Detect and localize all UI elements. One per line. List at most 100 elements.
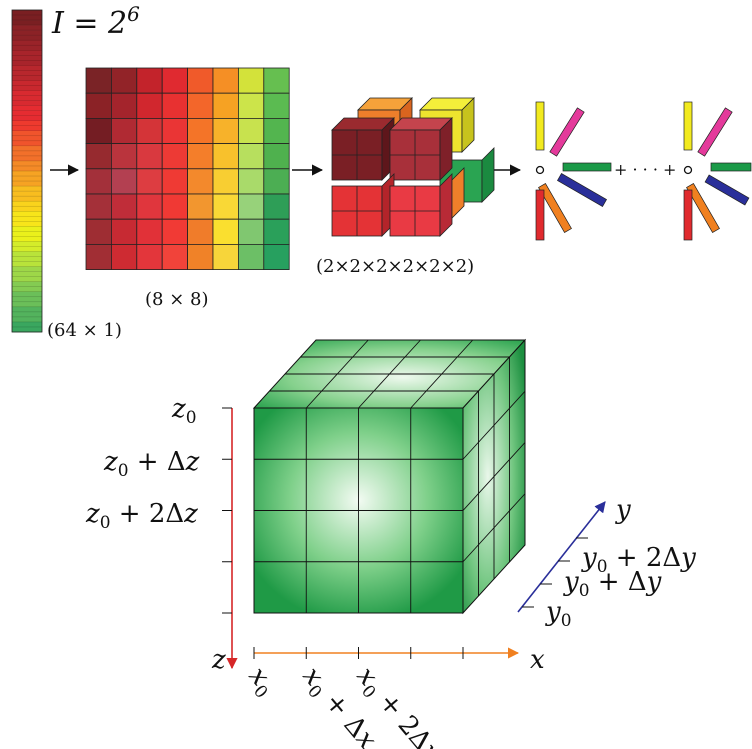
grid-cell (237, 67, 265, 94)
glyph-first-bar-magenta (549, 107, 585, 157)
strip-cell (12, 135, 42, 142)
strip-cell (12, 20, 42, 26)
grid-cell (187, 218, 214, 245)
strip-cell (12, 145, 42, 152)
grid-cell (136, 193, 163, 220)
grid-cell (263, 193, 290, 220)
strip-cell (12, 281, 42, 288)
strip-cell (12, 241, 42, 247)
glyph-first-bar-yellow (535, 101, 545, 151)
strip-cell (12, 201, 42, 207)
strip-cell (12, 45, 42, 51)
strip-dims-label: (64 × 1) (47, 320, 122, 341)
y-tick-label-1: y0 + Δy (563, 567, 662, 601)
grid-cell (187, 193, 214, 220)
strip-cell (12, 196, 42, 202)
glyph-first-center (535, 165, 545, 175)
grid-cell (212, 118, 239, 145)
strip-cell (12, 231, 42, 237)
strip-cell (12, 216, 42, 222)
grid-cell (263, 67, 290, 94)
z-tick-label-0: z0 (171, 394, 197, 428)
x-tick-label-0: x0 (240, 661, 282, 702)
strip-cell (12, 115, 42, 121)
strip-cell (12, 155, 42, 162)
grid-cell (161, 218, 188, 245)
grid-cell (136, 118, 163, 145)
strip-cell (12, 211, 42, 217)
grid-cell (85, 67, 112, 94)
strip-cell (12, 306, 42, 313)
strip-cell (12, 236, 42, 242)
y-axis (517, 501, 606, 613)
strip-cell (12, 120, 42, 127)
grid-cell (263, 92, 290, 119)
cube-front-brightred (389, 117, 453, 181)
glyph-first-bar-red (535, 189, 545, 241)
strip-cell (12, 125, 42, 132)
grid-cell (85, 218, 112, 245)
strip-cell (12, 206, 42, 212)
grid-8x8 (85, 67, 290, 270)
strip-cell (12, 191, 42, 197)
grid-cell (237, 92, 265, 119)
glyph-last-bar-orange (686, 183, 720, 233)
glyph-first-bar-orange (538, 183, 572, 233)
grid-cell (263, 143, 290, 170)
strip-cell (12, 226, 42, 232)
grid-cell (136, 143, 163, 170)
grid-cell (136, 168, 163, 195)
grid-cell (212, 67, 239, 94)
grid-cell (111, 243, 138, 270)
z-tick-label-2: z0 + 2Δz (85, 499, 198, 533)
grid-cell (85, 168, 112, 195)
glyph-first-bar-blue (557, 173, 607, 207)
strip-cell (12, 85, 42, 91)
grid-cell (136, 218, 163, 245)
strip-cell (12, 221, 42, 227)
voxel-cube (252, 338, 527, 615)
strip-cell (12, 35, 42, 41)
grid-cell (187, 67, 214, 94)
strip-cell (12, 326, 42, 333)
grid-cell (187, 143, 214, 170)
strip-border (11, 9, 43, 333)
strip-cell (12, 80, 42, 86)
grid-cell (212, 92, 239, 119)
cube-front-pinkred (389, 173, 453, 237)
glyph-sum-separator: + · · · + (614, 160, 676, 179)
glyph-last-bar-green (710, 162, 752, 172)
y-axis-label: y (615, 495, 631, 525)
grid-cell (161, 243, 188, 270)
strip-cell (12, 296, 42, 303)
grid-cell (187, 92, 214, 119)
strip-cell (12, 60, 42, 66)
strip-cell (12, 25, 42, 31)
grid-cell (161, 67, 188, 94)
grid-cell (212, 168, 239, 195)
cube-dims-label: (2×2×2×2×2×2) (316, 256, 474, 277)
grid-cell (263, 218, 290, 245)
glyph-last-bar-magenta (697, 107, 733, 157)
strip-cell (12, 160, 42, 167)
grid-cell (187, 243, 214, 270)
grid-cell (111, 92, 138, 119)
grid-cell (85, 193, 112, 220)
strip-cell (12, 55, 42, 61)
voxel-cube-grid-lines (254, 339, 526, 613)
strip-cell (12, 150, 42, 157)
glyph-first (535, 101, 612, 241)
strip-cell (12, 246, 42, 252)
strip-cell (12, 271, 42, 277)
strip-cell (12, 176, 42, 182)
grid-cell (161, 143, 188, 170)
strip-cell (12, 165, 42, 172)
strip-cell (12, 181, 42, 187)
grid-cell (161, 92, 188, 119)
grid-cell (212, 193, 239, 220)
grid-cell (263, 118, 290, 145)
strip-cell (12, 140, 42, 147)
z-tick-label-1: z0 + Δz (103, 447, 200, 481)
strip-cell (12, 311, 42, 318)
